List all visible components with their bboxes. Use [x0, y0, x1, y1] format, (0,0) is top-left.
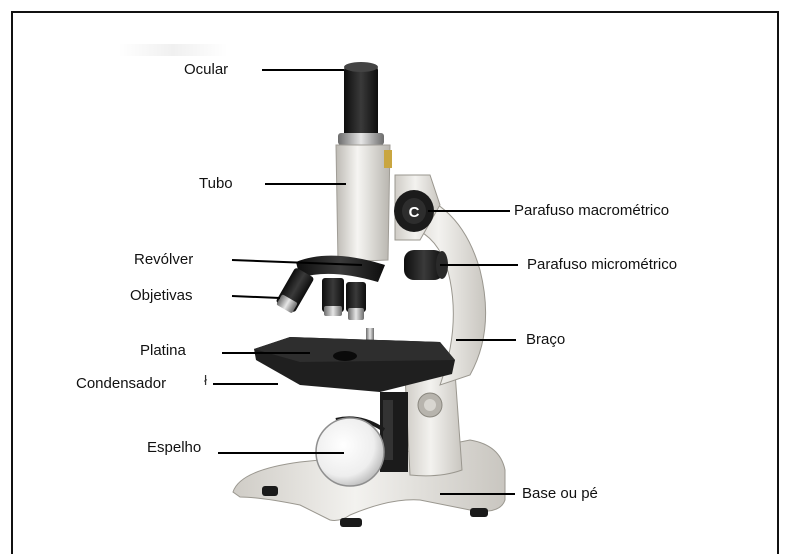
pillar: [405, 372, 462, 476]
leader-objetivas: [232, 296, 280, 298]
label-espelho: Espelho: [147, 439, 201, 457]
label-braco: Braço: [526, 331, 565, 349]
label-tubo: Tubo: [199, 175, 233, 193]
label-ocular: Ocular: [184, 61, 228, 79]
eyepiece: [338, 62, 384, 145]
label-parafuso-macrometrico: Parafuso macrométrico: [514, 202, 669, 220]
label-condensador: Condensador: [76, 375, 166, 393]
label-objetivas: Objetivas: [130, 287, 193, 305]
stray-mark: ł: [204, 372, 207, 388]
label-revolver: Revólver: [134, 251, 193, 269]
body-tube: [336, 145, 392, 262]
condenser: [380, 392, 408, 472]
coarse-knob-letter: C: [409, 204, 420, 221]
label-parafuso-micrometrico: Parafuso micrométrico: [527, 256, 677, 274]
label-platina: Platina: [140, 342, 186, 360]
label-base: Base ou pé: [522, 485, 598, 503]
